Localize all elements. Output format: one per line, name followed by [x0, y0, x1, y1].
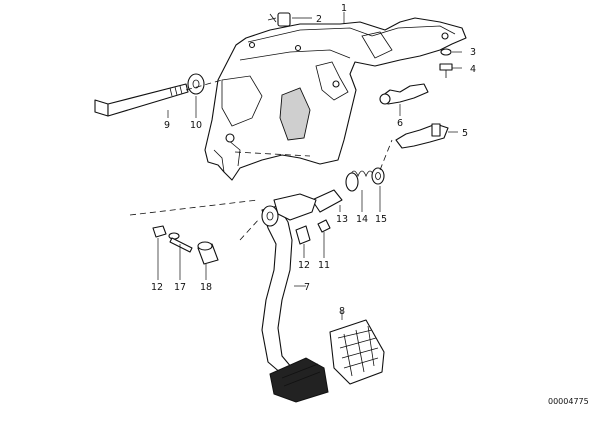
washer-part-3	[440, 48, 452, 56]
callout-14: 14	[356, 214, 368, 225]
pin-part-17	[168, 232, 193, 253]
pedal-pad	[329, 319, 385, 385]
switch-part-5	[395, 123, 449, 149]
bracket-nut	[267, 12, 291, 27]
callout-2: 2	[316, 14, 322, 25]
clutch-switch	[379, 83, 429, 105]
callout-7: 7	[304, 282, 310, 293]
callout-12-left: 12	[151, 282, 163, 293]
callout-8: 8	[339, 306, 345, 317]
pedal-arm	[261, 193, 329, 403]
bushing-part-13	[311, 189, 343, 213]
pedal-bracket	[204, 17, 467, 181]
nut-part-12	[152, 225, 167, 238]
assembly-guides	[129, 79, 393, 241]
screw-part-4	[439, 63, 453, 78]
clip-part-12	[295, 225, 311, 245]
callout-3: 3	[470, 47, 476, 58]
callout-1: 1	[341, 3, 347, 14]
callout-9: 9	[164, 120, 170, 131]
callout-12-pedal: 12	[298, 260, 310, 271]
spring-part-14	[345, 170, 375, 192]
callout-6: 6	[397, 118, 403, 129]
washer-part-10	[187, 73, 205, 95]
callout-5: 5	[462, 128, 468, 139]
bushing-part-15	[371, 167, 385, 185]
bumper-part-18	[197, 241, 219, 265]
callout-13: 13	[336, 214, 348, 225]
callout-18: 18	[200, 282, 212, 293]
callout-17: 17	[174, 282, 186, 293]
callouts: 1 2 3 4 5 6 7 8 9 10 11 12 12 13 14 15 1…	[151, 3, 476, 317]
callout-4: 4	[470, 64, 476, 75]
leader-lines	[157, 12, 462, 320]
callout-15: 15	[375, 214, 387, 225]
clip-part-11	[317, 219, 331, 233]
callout-10: 10	[190, 120, 202, 131]
diagram-reference-number: 00004775	[548, 397, 589, 406]
callout-11: 11	[318, 260, 330, 271]
pivot-bolt	[94, 83, 189, 117]
